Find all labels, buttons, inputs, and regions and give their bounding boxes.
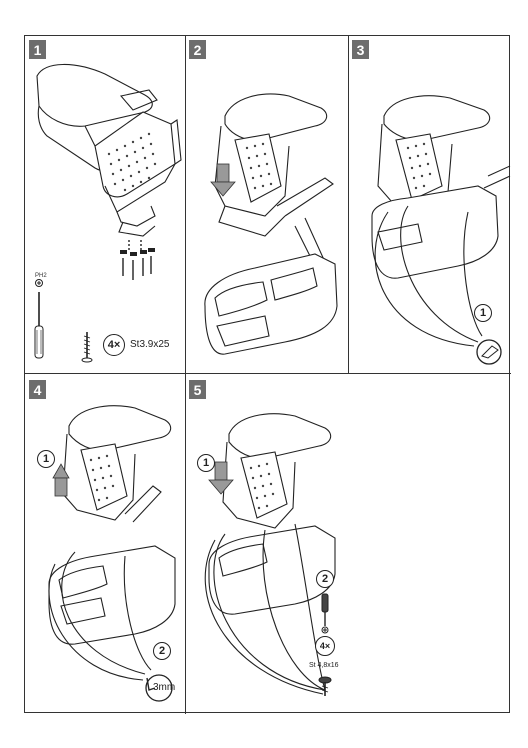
- armrest-on-console-illustration: [371, 95, 511, 365]
- allen-key-icon: [145, 674, 173, 702]
- panel-step-5: 5: [185, 374, 347, 712]
- armrest-lift-illustration: [48, 405, 176, 702]
- panel-step-1: 1: [25, 36, 184, 372]
- armrest-assembly-illustration: [34, 63, 182, 363]
- panel-step-3: 3 1: [348, 36, 511, 372]
- panel-step-2: 2: [185, 36, 347, 372]
- armrest-lower-illustration: [204, 413, 336, 696]
- step-number: 1: [29, 40, 46, 59]
- screw-spec-label: St 4,8x16: [309, 662, 339, 669]
- step-marker-2: 2: [153, 642, 171, 660]
- arrow-up-icon: [52, 463, 70, 497]
- step-marker-1: 1: [197, 454, 215, 472]
- step-number: 2: [189, 40, 206, 59]
- step-number: 3: [352, 40, 369, 59]
- pry-tool-icon: [476, 339, 502, 365]
- screw-icon: [318, 676, 332, 696]
- step-marker-2: 2: [316, 570, 334, 588]
- armrest-lid-open-illustration: [204, 93, 338, 355]
- panel-step-4: 4 1 2 3mm: [25, 374, 184, 712]
- arrow-down-icon: [210, 163, 236, 197]
- screw-count-badge: 4×: [103, 334, 125, 356]
- phillips-screwdriver-icon: [34, 279, 44, 359]
- arrow-down-icon: [208, 461, 234, 495]
- step-number: 5: [189, 380, 206, 399]
- driver-size-label: PH2: [35, 273, 47, 279]
- step-marker: 1: [474, 304, 492, 322]
- step-marker-1: 1: [37, 450, 55, 468]
- divider: [348, 36, 349, 373]
- screw-count-badge: 4×: [315, 636, 335, 656]
- phillips-screwdriver-icon: [321, 593, 329, 634]
- screw-spec-label: St3.9x25: [130, 339, 170, 350]
- divider: [25, 373, 511, 374]
- screw-icon: [81, 332, 93, 363]
- divider: [185, 36, 186, 714]
- allen-size-label: 3mm: [153, 682, 176, 693]
- step-number: 4: [29, 380, 46, 399]
- instruction-grid: [24, 35, 511, 714]
